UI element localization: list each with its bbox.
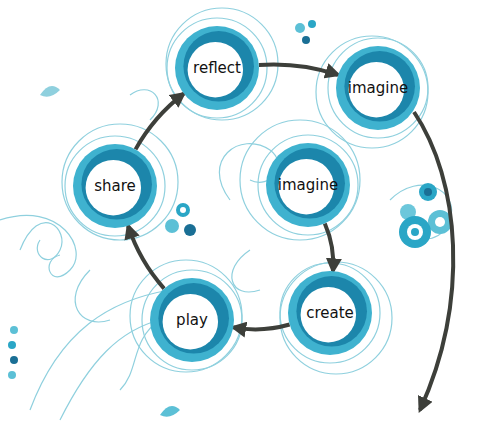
node-label: imagine <box>348 79 408 97</box>
cycle-arrow <box>128 226 164 289</box>
cycle-circle: imagine <box>336 46 420 130</box>
cycle-circle: play <box>150 278 234 362</box>
cycle-arrow <box>325 223 333 271</box>
cycle-arrow <box>136 94 184 150</box>
node-label: reflect <box>193 59 241 77</box>
open-arrow <box>414 112 453 410</box>
cycle-circle: imagine <box>266 143 350 227</box>
node-label: play <box>176 311 208 329</box>
cycle-circle: share <box>73 144 157 228</box>
node-label: create <box>306 304 354 322</box>
cycle-circle: reflect <box>175 26 259 110</box>
cycle-arrow <box>259 64 338 74</box>
flowers <box>8 20 452 417</box>
cycle-circle: create <box>288 271 372 355</box>
swirls <box>0 8 452 420</box>
cycle-arrow <box>233 325 289 330</box>
node-label: imagine <box>278 176 338 194</box>
node-label: share <box>94 177 136 195</box>
